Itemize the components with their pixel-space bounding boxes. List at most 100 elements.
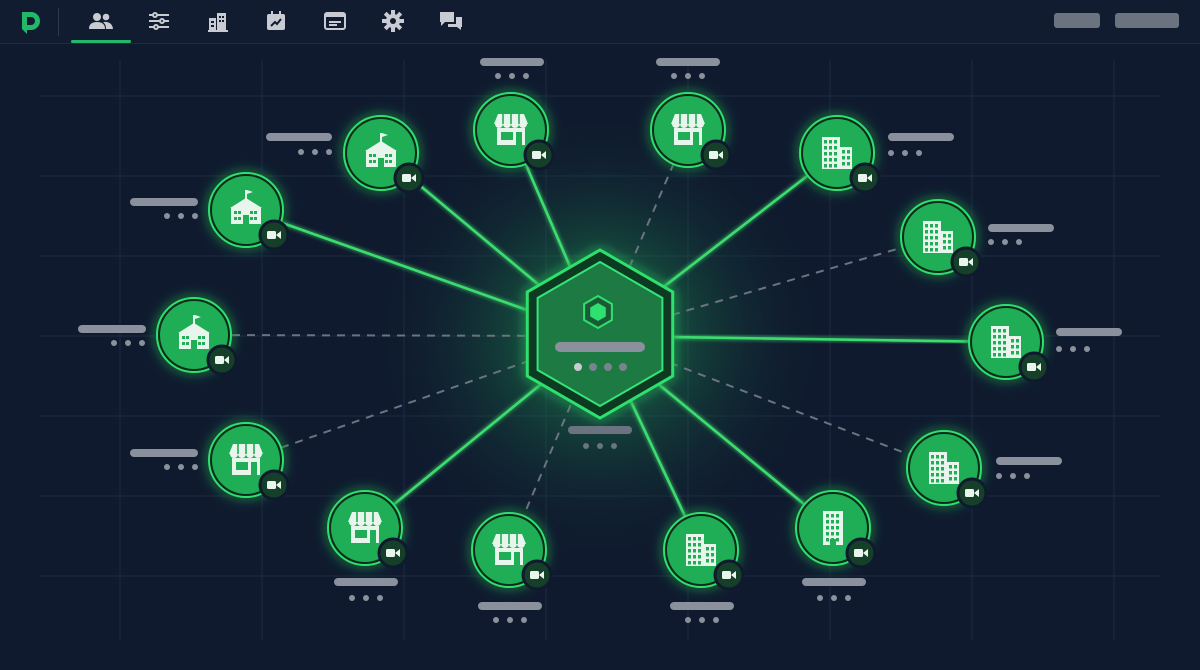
hub-hexagon-inner bbox=[536, 260, 664, 408]
node-more-dots[interactable] bbox=[713, 617, 719, 623]
node-more-dots[interactable] bbox=[192, 464, 198, 470]
nav-sliders-icon[interactable] bbox=[137, 6, 181, 36]
node-more-dots[interactable] bbox=[1010, 473, 1016, 479]
storefront-icon bbox=[348, 512, 382, 543]
node-label-placeholder bbox=[670, 602, 734, 610]
header-action-button-2[interactable] bbox=[1115, 13, 1179, 28]
hub-page-indicator[interactable] bbox=[604, 363, 612, 371]
node-more-dots[interactable] bbox=[685, 617, 691, 623]
node-more-dots[interactable] bbox=[164, 464, 170, 470]
video-camera-icon[interactable] bbox=[713, 559, 745, 591]
node-label-placeholder bbox=[130, 449, 198, 457]
nav-calendar-icon[interactable] bbox=[254, 6, 298, 36]
location-node-store-2[interactable] bbox=[650, 58, 732, 171]
location-node-store-1[interactable] bbox=[473, 58, 555, 171]
video-camera-icon[interactable] bbox=[258, 219, 290, 251]
location-node-office-3[interactable] bbox=[968, 304, 1122, 383]
location-node-office-2[interactable] bbox=[900, 199, 1054, 278]
node-label-placeholder bbox=[334, 578, 398, 586]
hub-label-placeholder bbox=[568, 426, 632, 434]
node-more-dots[interactable] bbox=[178, 464, 184, 470]
node-more-dots[interactable] bbox=[1024, 473, 1030, 479]
header-action-button-1[interactable] bbox=[1054, 13, 1100, 28]
nav-chat-icon[interactable] bbox=[429, 6, 473, 36]
location-node-school-1[interactable] bbox=[266, 115, 425, 194]
node-more-dots[interactable] bbox=[298, 149, 304, 155]
video-camera-icon[interactable] bbox=[956, 477, 988, 509]
location-node-office-4[interactable] bbox=[906, 430, 1062, 509]
video-camera-icon[interactable] bbox=[521, 559, 553, 591]
video-camera-icon[interactable] bbox=[950, 246, 982, 278]
node-more-dots[interactable] bbox=[671, 73, 677, 79]
node-more-dots[interactable] bbox=[845, 595, 851, 601]
location-node-office-5[interactable] bbox=[663, 512, 745, 623]
node-more-dots[interactable] bbox=[377, 595, 383, 601]
location-node-store-3[interactable] bbox=[471, 512, 553, 623]
node-more-dots[interactable] bbox=[916, 150, 922, 156]
node-more-dots[interactable] bbox=[139, 340, 145, 346]
node-more-dots[interactable] bbox=[312, 149, 318, 155]
video-camera-icon[interactable] bbox=[393, 162, 425, 194]
node-more-dots[interactable] bbox=[111, 340, 117, 346]
node-more-dots[interactable] bbox=[125, 340, 131, 346]
node-more-dots[interactable] bbox=[996, 473, 1002, 479]
node-more-dots[interactable] bbox=[988, 239, 994, 245]
node-more-dots[interactable] bbox=[1070, 346, 1076, 352]
node-more-dots[interactable] bbox=[831, 595, 837, 601]
office-building-icon bbox=[991, 326, 1021, 358]
video-camera-icon[interactable] bbox=[523, 139, 555, 171]
node-more-dots[interactable] bbox=[685, 73, 691, 79]
location-node-store-4[interactable] bbox=[327, 490, 409, 601]
tower-building-icon bbox=[823, 511, 843, 545]
hub-page-indicator[interactable] bbox=[589, 363, 597, 371]
node-more-dots[interactable] bbox=[1002, 239, 1008, 245]
node-more-dots[interactable] bbox=[699, 617, 705, 623]
hub-page-indicator[interactable] bbox=[574, 363, 582, 371]
node-more-dots[interactable] bbox=[507, 617, 513, 623]
node-more-dots[interactable] bbox=[192, 213, 198, 219]
node-more-dots[interactable] bbox=[178, 213, 184, 219]
node-more-dots[interactable] bbox=[817, 595, 823, 601]
hub-page-indicator[interactable] bbox=[619, 363, 627, 371]
node-more-dots[interactable] bbox=[521, 617, 527, 623]
location-node-school-2[interactable] bbox=[130, 172, 290, 251]
node-more-dots[interactable] bbox=[363, 595, 369, 601]
location-node-school-3[interactable] bbox=[78, 297, 238, 376]
location-node-office-1[interactable] bbox=[799, 115, 954, 194]
video-camera-icon[interactable] bbox=[849, 162, 881, 194]
node-more-dots[interactable] bbox=[493, 617, 499, 623]
video-camera-icon[interactable] bbox=[700, 139, 732, 171]
video-camera-icon[interactable] bbox=[377, 537, 409, 569]
brand-logo-icon[interactable] bbox=[18, 9, 44, 35]
node-more-dots[interactable] bbox=[1084, 346, 1090, 352]
video-camera-icon[interactable] bbox=[845, 537, 877, 569]
location-node-store-5[interactable] bbox=[130, 422, 290, 501]
node-more-dots[interactable] bbox=[326, 149, 332, 155]
node-more-dots[interactable] bbox=[509, 73, 515, 79]
office-building-icon bbox=[929, 452, 959, 484]
node-more-dots[interactable] bbox=[164, 213, 170, 219]
node-label-placeholder bbox=[266, 133, 332, 141]
node-more-dots[interactable] bbox=[902, 150, 908, 156]
node-more-dots[interactable] bbox=[523, 73, 529, 79]
location-node-tower-1[interactable] bbox=[795, 490, 877, 601]
nav-gear-icon[interactable] bbox=[371, 6, 415, 36]
nav-people-icon[interactable] bbox=[79, 6, 123, 36]
video-camera-icon[interactable] bbox=[1018, 351, 1050, 383]
hexagon-hub-icon bbox=[583, 294, 613, 330]
video-camera-icon[interactable] bbox=[206, 344, 238, 376]
nav-buildings-icon[interactable] bbox=[196, 6, 240, 36]
node-label-placeholder bbox=[656, 58, 720, 66]
nav-window-icon[interactable] bbox=[313, 6, 357, 36]
node-more-dots[interactable] bbox=[1016, 239, 1022, 245]
node-more-dots[interactable] bbox=[349, 595, 355, 601]
central-hub[interactable] bbox=[525, 248, 675, 449]
node-more-dots[interactable] bbox=[495, 73, 501, 79]
video-camera-icon[interactable] bbox=[258, 469, 290, 501]
node-more-dots[interactable] bbox=[1056, 346, 1062, 352]
node-more-dots[interactable] bbox=[699, 73, 705, 79]
node-label-placeholder bbox=[130, 198, 198, 206]
node-label-placeholder bbox=[888, 133, 954, 141]
node-more-dots[interactable] bbox=[888, 150, 894, 156]
node-label-placeholder bbox=[478, 602, 542, 610]
